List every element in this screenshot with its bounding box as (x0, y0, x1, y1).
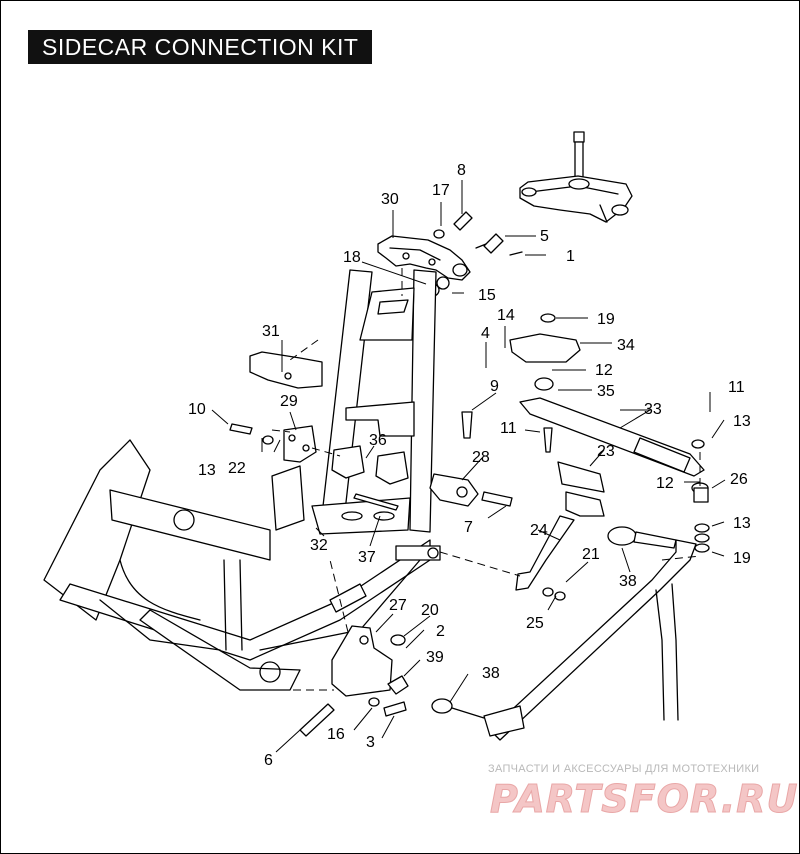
callout-39: 39 (426, 649, 444, 666)
triple-tree-illustration (519, 131, 633, 223)
callout-13-right-upper: 13 (733, 413, 751, 430)
link-rod-33 (519, 377, 705, 477)
callout-37: 37 (358, 549, 376, 566)
bolt-9 (461, 411, 473, 439)
callout-11-right: 11 (728, 379, 745, 396)
plate-32 (271, 465, 305, 531)
callout-5: 5 (540, 228, 549, 245)
lower-mount-27 (299, 625, 409, 737)
watermark-subtitle: ЗАПЧАСТИ И АКСЕССУАРЫ ДЛЯ МОТОТЕХНИКИ (488, 763, 759, 775)
callout-16: 16 (327, 726, 345, 743)
callout-35: 35 (597, 383, 615, 400)
callout-33: 33 (644, 401, 662, 418)
right-hardware-stack (691, 439, 710, 553)
callout-1: 1 (566, 248, 575, 265)
frame-downtube (311, 269, 437, 535)
diagram-title: SIDECAR CONNECTION KIT (28, 30, 373, 64)
callout-7: 7 (464, 519, 473, 536)
callout-18: 18 (343, 249, 361, 266)
callout-3: 3 (366, 734, 375, 751)
callout-25: 25 (526, 615, 544, 632)
callout-10: 10 (188, 401, 206, 418)
callout-24: 24 (530, 522, 548, 539)
callout-15: 15 (478, 287, 496, 304)
callout-6: 6 (264, 752, 273, 769)
callout-11-left: 11 (500, 420, 517, 437)
callout-19-upper: 19 (597, 311, 615, 328)
callout-29: 29 (280, 393, 298, 410)
callout-2: 2 (436, 623, 445, 640)
callout-32: 32 (310, 537, 328, 554)
bracket-36a (331, 445, 365, 479)
callout-27: 27 (389, 597, 407, 614)
callout-31: 31 (262, 323, 280, 340)
callout-12-upper: 12 (595, 362, 613, 379)
callout-17: 17 (432, 182, 450, 199)
bolt-10 (229, 423, 253, 435)
assembly-lines (271, 268, 701, 691)
callout-28: 28 (472, 449, 490, 466)
bracket-36b (375, 451, 409, 485)
bolt-11a (543, 427, 553, 453)
callout-13-left: 13 (198, 462, 216, 479)
callout-14: 14 (497, 307, 515, 324)
callout-8: 8 (457, 162, 466, 179)
callout-12-lower: 12 (656, 475, 674, 492)
plate-31 (249, 351, 323, 389)
callout-19-lower: 19 (733, 550, 751, 567)
watermark-logo: PARTSFOR.RU (490, 777, 798, 821)
shift-lever-24 (515, 461, 605, 591)
callout-22: 22 (228, 460, 246, 477)
callout-13-right-lower: 13 (733, 515, 751, 532)
watermark: ЗАПЧАСТИ И АКСЕССУАРЫ ДЛЯ МОТОТЕХНИКИ PA… (488, 763, 798, 822)
upper-bracket-30 (377, 235, 471, 281)
connection-rod (431, 526, 697, 741)
callout-26: 26 (730, 471, 748, 488)
washer-22 (262, 435, 274, 445)
callout-30: 30 (381, 191, 399, 208)
callout-4: 4 (481, 325, 490, 342)
bolt-7 (481, 491, 513, 507)
frame-rails (43, 439, 441, 691)
callout-23: 23 (597, 443, 615, 460)
stud-37 (353, 493, 399, 511)
callout-labels: 1 2 3 4 5 6 7 8 9 10 11 11 12 12 13 13 1… (188, 162, 751, 769)
callout-34: 34 (617, 337, 635, 354)
leader-lines (211, 180, 726, 753)
callout-38-right: 38 (619, 573, 637, 590)
callout-38-bottom: 38 (482, 665, 500, 682)
callout-20: 20 (421, 602, 439, 619)
callout-9: 9 (490, 378, 499, 395)
plate-34 (509, 333, 581, 363)
callout-21: 21 (582, 546, 600, 563)
bracket-28 (429, 473, 479, 507)
callout-36: 36 (369, 432, 387, 449)
